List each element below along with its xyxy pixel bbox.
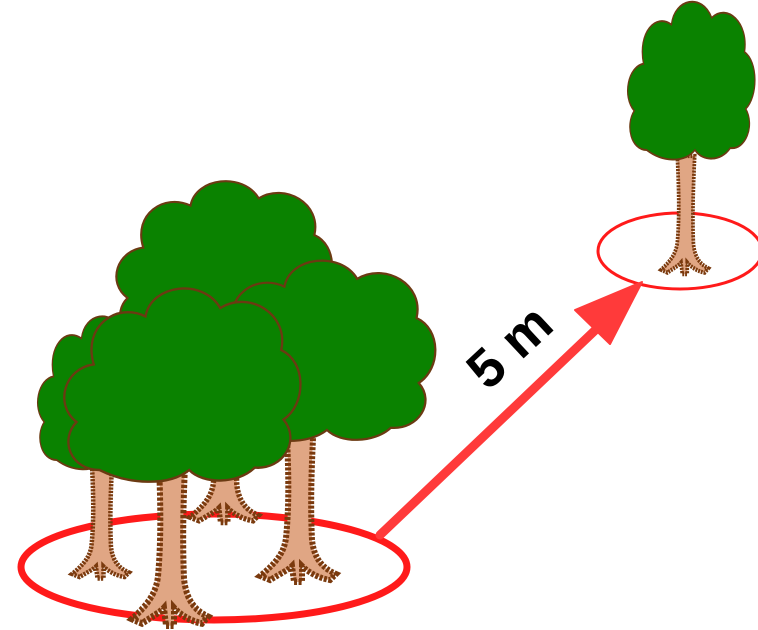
distance-arrow-shaft [375, 313, 613, 540]
distance-arrow-head [574, 281, 643, 345]
tree-cluster [17, 180, 437, 626]
distance-label: 5 m [455, 293, 564, 400]
single-tree-foliage [626, 0, 756, 161]
distance-arrow [375, 281, 643, 540]
single-tree [596, 0, 758, 291]
